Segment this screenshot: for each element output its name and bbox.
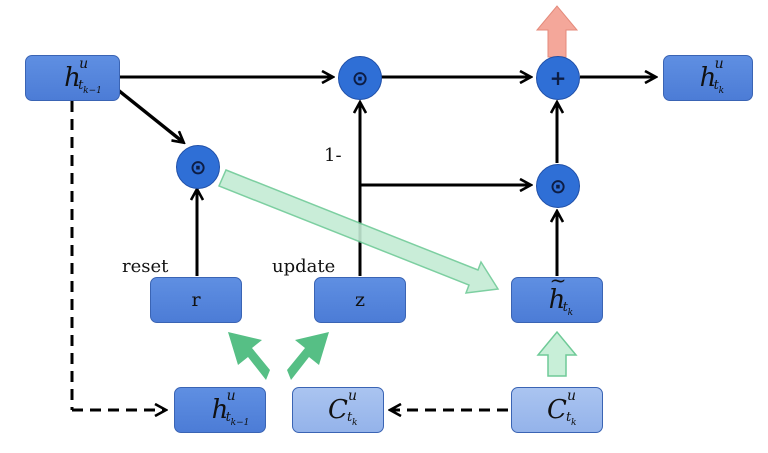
h-prev-box-top: h u t k−1 <box>25 55 120 101</box>
c-mid-base: C <box>328 395 348 425</box>
green-arrow-to-r <box>228 332 270 380</box>
h-out-subsub: k <box>718 86 725 96</box>
h-tilde-base: h <box>548 285 566 315</box>
mult-node-left: ⊙ <box>176 145 220 189</box>
update-label: update <box>272 256 336 277</box>
reset-gate-label: r <box>191 289 201 311</box>
c-right-sup: u <box>567 388 577 404</box>
h-prev-subsub: k−1 <box>83 86 102 96</box>
h-prev-bottom-base: h <box>211 395 229 425</box>
h-prev-bottom-subsub: k−1 <box>230 418 250 428</box>
h-tilde-subsub: k <box>567 308 574 318</box>
c-mid-sub: t <box>347 410 353 425</box>
one-minus-label: 1- <box>324 145 342 166</box>
h-tilde-symbol: ~ h t k <box>548 270 573 318</box>
h-out-sup: u <box>714 56 724 72</box>
tilde-mark: ~ <box>549 268 567 292</box>
mult-node-right: ⊙ <box>536 164 580 208</box>
mult-left-symbol: ⊙ <box>189 155 207 179</box>
h-out-sub: t <box>713 78 719 93</box>
h-prev-sup: u <box>79 56 89 72</box>
c-right-symbol: C u t k <box>547 389 576 428</box>
h-out-box: h u t k <box>663 55 753 101</box>
h-tilde-box: ~ h t k <box>511 270 603 323</box>
c-mid-sup: u <box>348 388 358 404</box>
h-prev-bottom-sub: t <box>225 410 231 425</box>
green-arrow-to-htilde <box>536 330 578 377</box>
mult-right-symbol: ⊙ <box>549 174 567 198</box>
h-prev-symbol: h u t k−1 <box>64 57 102 96</box>
reset-label: reset <box>122 256 169 277</box>
c-mid-symbol: C u t k <box>328 389 357 428</box>
c-right-box: C u t k <box>511 387 603 433</box>
c-right-subsub: k <box>571 418 577 428</box>
c-mid-box: C u t k <box>292 387 384 433</box>
h-prev-bottom-sup: u <box>226 388 236 404</box>
h-out-base: h <box>699 63 717 93</box>
h-prev-box-bottom: h u t k−1 <box>174 387 266 433</box>
mult-top-symbol: ⊙ <box>351 66 369 90</box>
c-right-base: C <box>547 395 567 425</box>
edge-h-to-mult-left <box>116 88 183 142</box>
h-tilde-sub: t <box>562 300 568 315</box>
plus-symbol: + <box>549 66 567 90</box>
h-prev-bottom-symbol: h u t k−1 <box>211 389 250 428</box>
green-arrow-to-z <box>287 332 329 380</box>
update-gate-label: z <box>354 289 365 311</box>
h-prev-sub: t <box>78 78 84 93</box>
c-right-sub: t <box>566 410 572 425</box>
red-output-arrow <box>535 5 579 58</box>
plus-node: + <box>536 56 580 100</box>
update-gate-box: z <box>314 277 406 323</box>
c-mid-subsub: k <box>352 418 358 428</box>
mult-node-top: ⊙ <box>338 56 382 100</box>
reset-gate-box: r <box>150 277 242 323</box>
green-diagonal-arrow <box>218 169 500 294</box>
h-prev-base: h <box>64 63 81 93</box>
h-out-symbol: h u t k <box>699 57 724 96</box>
